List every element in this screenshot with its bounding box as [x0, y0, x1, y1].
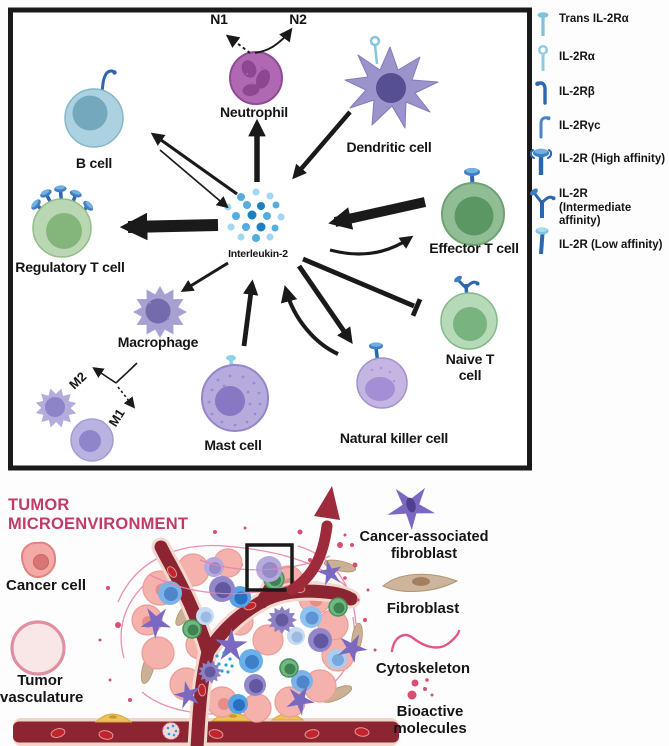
- legend-il2ra-icon: [538, 45, 549, 71]
- legend-il2r-high-icon: [529, 148, 553, 175]
- fibroblast-icon: [382, 573, 459, 592]
- dendritic-cell-label: Dendritic cell: [346, 139, 432, 155]
- natural-killer-cell: [356, 342, 408, 409]
- zoom-region-square: [245, 543, 294, 592]
- naive-t-cell-label-line1: Naive T: [445, 351, 495, 367]
- legend-il2rgc-icon: [539, 116, 551, 139]
- legend-il2ra-label: IL-2Rα: [559, 51, 595, 63]
- cancer-associated-fibroblast-icon: [386, 487, 436, 531]
- natural-killer-cell-label: Natural killer cell: [339, 430, 449, 446]
- macrophage-label: Macrophage: [117, 334, 199, 350]
- caf-label-line1: Cancer-associated: [359, 529, 489, 545]
- n1-label: N1: [210, 11, 228, 27]
- b-cell: [64, 69, 124, 148]
- interleukin-2-label: Interleukin-2: [228, 248, 288, 260]
- bioactive-molecules-label: Bioactive molecules: [393, 703, 467, 737]
- legend-il2r-high-label: IL-2R (High affinity): [559, 153, 666, 165]
- tumor-microenvironment-title: TUMOR MICROENVIRONMENT: [8, 496, 188, 534]
- tumor-vasculature-icon: [10, 620, 66, 676]
- tumor-vasculature-line1: Tumor: [17, 672, 63, 689]
- cytoskeleton-icon: [390, 629, 461, 653]
- regulatory-t-cell: [27, 183, 97, 258]
- legend-il2r-low-label: IL-2R (Low affinity): [559, 239, 663, 251]
- b-cell-label: B cell: [75, 155, 113, 171]
- caf-label-line2: fibroblast: [390, 546, 458, 562]
- tumor-vasculature-label: Tumor vasculature: [0, 672, 84, 706]
- cancer-cell-icon: [20, 541, 57, 579]
- neutrophil-label: Neutrophil: [220, 104, 288, 120]
- cancer-cell-label: Cancer cell: [6, 577, 87, 594]
- tumor-title-line2: MICROENVIRONMENT: [8, 515, 189, 533]
- regulatory-t-cell-label: Regulatory T cell: [15, 259, 125, 275]
- escape-arrow-head: [314, 486, 340, 520]
- tumor-vasculature-line2: vasculature: [0, 689, 84, 706]
- interleukin-2-molecules: [224, 188, 285, 242]
- legend-il2rb-label: IL-2Rβ: [559, 86, 595, 98]
- mast-cell-label: Mast cell: [204, 437, 262, 453]
- naive-t-cell-label: Naive T cell: [413, 351, 527, 383]
- escape-arrow-body: [286, 520, 333, 596]
- n2-label: N2: [289, 11, 307, 27]
- cancer-associated-fibroblast-label: Cancer-associated fibroblast: [354, 529, 494, 563]
- legend-il2rb-icon: [535, 81, 547, 105]
- effector-t-cell: [441, 167, 505, 246]
- fibroblast-label: Fibroblast: [386, 600, 460, 617]
- m2-macrophage: [30, 383, 82, 433]
- mast-cell: [201, 355, 269, 432]
- legend-il2rgc-label: IL-2Rγc: [559, 120, 601, 132]
- dendritic-cell: [344, 35, 439, 129]
- effector-t-cell-label: Effector T cell: [429, 240, 519, 256]
- legend-il2r-intermediate-label: IL-2R (Intermediate affinity): [559, 188, 632, 227]
- cytoskeleton-label: Cytoskeleton: [375, 660, 471, 677]
- tumor-title-line1: TUMOR: [8, 496, 70, 514]
- legend-trans-il2ra-icon: [537, 12, 549, 36]
- interaction-arrows: [92, 27, 427, 409]
- tumor-illustration: [13, 486, 399, 746]
- legend-il2r-low-icon: [535, 227, 549, 255]
- bioactive-molecules-icon: [407, 678, 434, 700]
- macrophage: [133, 286, 187, 338]
- m1-macrophage: [70, 418, 114, 462]
- naive-t-cell-label-line2: cell: [458, 367, 482, 383]
- neutrophil: [229, 51, 283, 105]
- naive-t-cell: [440, 275, 498, 350]
- legend-trans-il2ra-label: Trans IL-2Rα: [559, 13, 629, 25]
- legend-il2r-intermediate-icon: [530, 188, 556, 218]
